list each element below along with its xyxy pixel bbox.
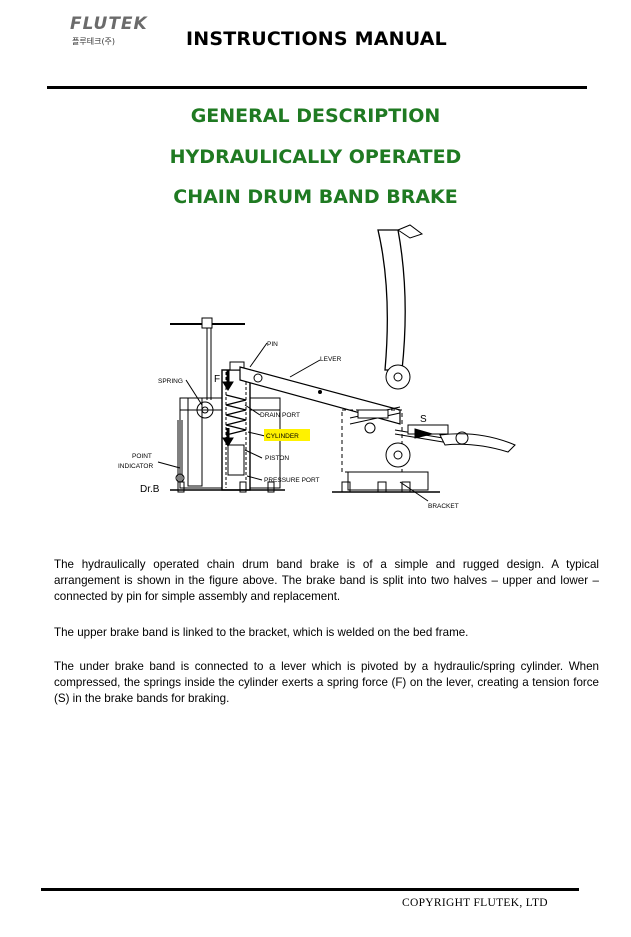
label-cylinder: CYLINDER (266, 433, 299, 440)
company-logo-subtext: 플루테크(주) (72, 37, 116, 46)
cylinder-highlight (264, 429, 310, 441)
copyright-notice: COPYRIGHT FLUTEK, LTD (402, 897, 548, 909)
footer-divider (41, 888, 579, 891)
label-point: POINT (132, 453, 152, 460)
company-logo: FLUTEK (70, 14, 148, 34)
label-pressure-port: PRESSURE PORT (264, 477, 320, 484)
label-spring: SPRING (158, 378, 183, 385)
label-lever: LEVER (320, 356, 342, 363)
brake-assembly-drawing: PIN LEVER SPRING DRAIN PORT CYLINDER PIS… (118, 224, 516, 510)
section-title-brake: CHAIN DRUM BAND BRAKE (173, 186, 458, 208)
label-piston: PISTON (265, 455, 289, 462)
section-title-general: GENERAL DESCRIPTION (190, 105, 441, 127)
manual-title: INSTRUCTIONS MANUAL (186, 28, 447, 50)
paragraph-intro: The hydraulically operated chain drum ba… (54, 558, 599, 603)
label-pin: PIN (267, 341, 278, 348)
label-drain-port: DRAIN PORT (260, 412, 300, 419)
label-force-f: F (214, 374, 220, 385)
label-dr-b: Dr.B (140, 484, 160, 495)
paragraph-upper-band: The upper brake band is linked to the br… (54, 626, 469, 639)
section-title-hydraulic: HYDRAULICALLY OPERATED (169, 146, 462, 168)
paragraph-under-band: The under brake band is connected to a l… (54, 660, 599, 705)
label-bracket: BRACKET (428, 503, 459, 510)
header-divider (47, 86, 587, 89)
label-tension-s: S (420, 414, 427, 425)
label-indicator: INDICATOR (118, 463, 153, 470)
